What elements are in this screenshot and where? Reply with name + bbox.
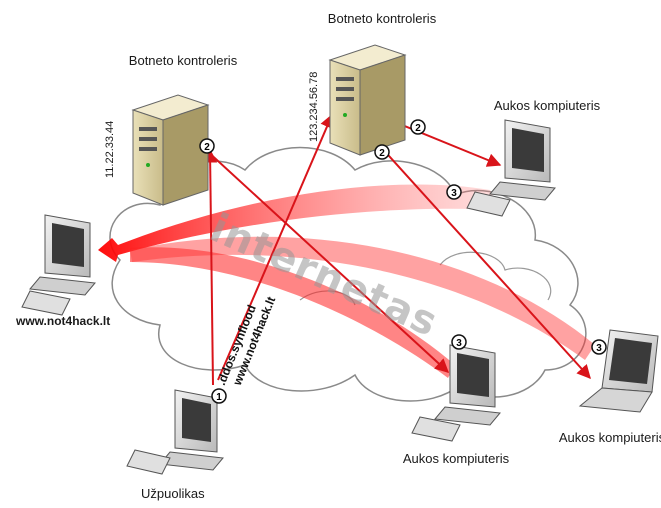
step-badge-text: 1 [216, 392, 222, 403]
controller-top-ip: 123.234.56.78 [308, 71, 320, 142]
step-badge-text: 2 [415, 123, 421, 134]
attack-flows [98, 184, 595, 378]
arrow-attacker-to-controller-top [217, 113, 334, 381]
step-badge-3: 3 [591, 339, 607, 355]
controller-top-label: Botneto kontroleris [327, 11, 437, 26]
laptop-icon [578, 329, 659, 413]
desktop-computer-icon [466, 119, 556, 217]
step-badge-2: 2 [374, 144, 390, 160]
step-badge-text: 3 [456, 338, 462, 349]
server-icon [328, 44, 407, 156]
step-badge-2: 2 [199, 138, 215, 154]
step-badge-text: 3 [596, 343, 602, 354]
desktop-computer-icon [126, 389, 224, 475]
step-badge-text: 3 [451, 188, 457, 199]
arrow-attacker-to-controller-left [203, 148, 218, 386]
step-badges: 1 2 2 2 3 3 3 [199, 119, 607, 404]
step-badge-text: 2 [204, 142, 210, 153]
target-label: www.not4hack.lt [16, 314, 111, 328]
victim-bottom-center-label: Aukos kompiuteris [402, 451, 510, 466]
arrow-controller-top-to-laptop [369, 134, 591, 380]
arrow-controller-left-to-victim-bottom [205, 149, 450, 373]
attacker-label: Užpuolikas [141, 486, 205, 501]
victim-top-right-label: Aukos kompiuteris [493, 98, 601, 113]
step-badge-text: 2 [379, 148, 385, 159]
controller-left-ip: 11.22.33.44 [104, 120, 116, 178]
controller-left-label: Botneto kontroleris [128, 53, 238, 68]
step-badge-2: 2 [410, 119, 426, 135]
server-icon [131, 94, 210, 206]
step-badge-1: 1 [211, 388, 227, 404]
step-badge-3: 3 [446, 184, 462, 200]
victim-laptop-label: Aukos kompiuteris [558, 430, 661, 445]
desktop-computer-icon [411, 344, 501, 442]
desktop-computer-icon [21, 214, 96, 316]
step-badge-3: 3 [451, 334, 467, 350]
